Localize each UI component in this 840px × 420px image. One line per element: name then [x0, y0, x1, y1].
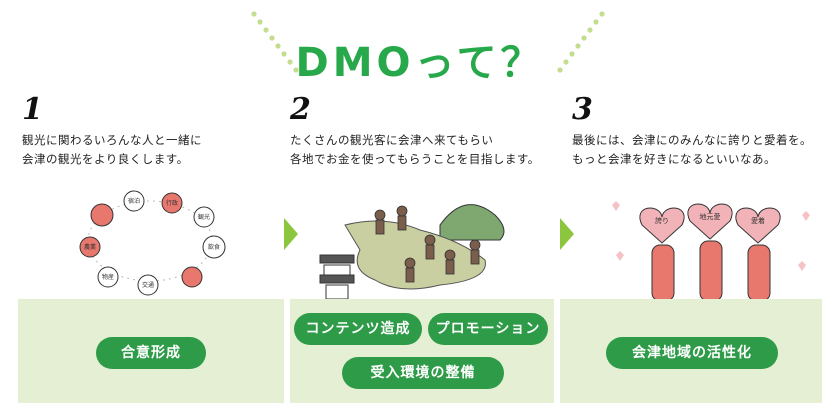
- outcome-band-1: 合意形成: [18, 299, 284, 403]
- outcome-band-2: コンテンツ造成 プロモーション 受入環境の整備: [290, 299, 554, 403]
- tag-reception-environment: 受入環境の整備: [342, 357, 504, 389]
- step-description: たくさんの観光客に会津へ来てもらい 各地でお金を使ってもらうことを目指します。: [290, 133, 540, 166]
- badge-label: 観光: [198, 213, 210, 221]
- tag-promotion: プロモーション: [428, 313, 548, 345]
- badge-label: 行政: [166, 199, 178, 207]
- tourists-map-illustration: [319, 204, 505, 300]
- circle-of-people-illustration: 宿泊 観光 飲食 交通 物産 行政 農業: [79, 190, 226, 296]
- dotted-line-left: [251, 11, 299, 73]
- step-2: 2 たくさんの観光客に会津へ来てもらい 各地でお金を使ってもらうことを目指します…: [290, 95, 560, 305]
- arrow-right-icon: [560, 218, 574, 250]
- outcome-band-3: 会津地域の活性化: [560, 299, 822, 403]
- arrow-right-icon: [284, 218, 298, 250]
- badge-label: 交通: [142, 281, 154, 289]
- dotted-line-right: [557, 11, 605, 73]
- tag-consensus: 合意形成: [96, 337, 206, 369]
- badge-label: 農業: [84, 243, 96, 251]
- badge-label: 宿泊: [128, 197, 140, 205]
- step-3: 3 最後には、会津にのみんなに誇りと愛着を。 もっと会津を好きになるといいなあ。…: [572, 95, 840, 305]
- step-1: 1 観光に関わるいろんな人と一緒に 会津の観光をより良くします。 宿泊 観光 飲…: [22, 95, 292, 305]
- badge-label: 飲食: [208, 243, 220, 251]
- badge-label: 物産: [102, 273, 114, 281]
- tag-regional-revitalization: 会津地域の活性化: [606, 337, 778, 369]
- heart-label: 愛着: [751, 216, 765, 225]
- tag-content-creation: コンテンツ造成: [294, 313, 422, 345]
- step-number: 1: [22, 92, 43, 127]
- step-description: 観光に関わるいろんな人と一緒に 会津の観光をより良くします。: [22, 133, 202, 166]
- step-number: 2: [290, 92, 311, 127]
- page-title: DMOって？: [295, 40, 545, 86]
- step-number: 3: [572, 92, 593, 127]
- hearts-illustration: 誇り 地元愛 愛着: [612, 201, 810, 302]
- heart-label: 誇り: [655, 216, 669, 225]
- step-description: 最後には、会津にのみんなに誇りと愛着を。 もっと会津を好きになるといいなあ。: [572, 133, 812, 166]
- heart-label: 地元愛: [700, 212, 721, 221]
